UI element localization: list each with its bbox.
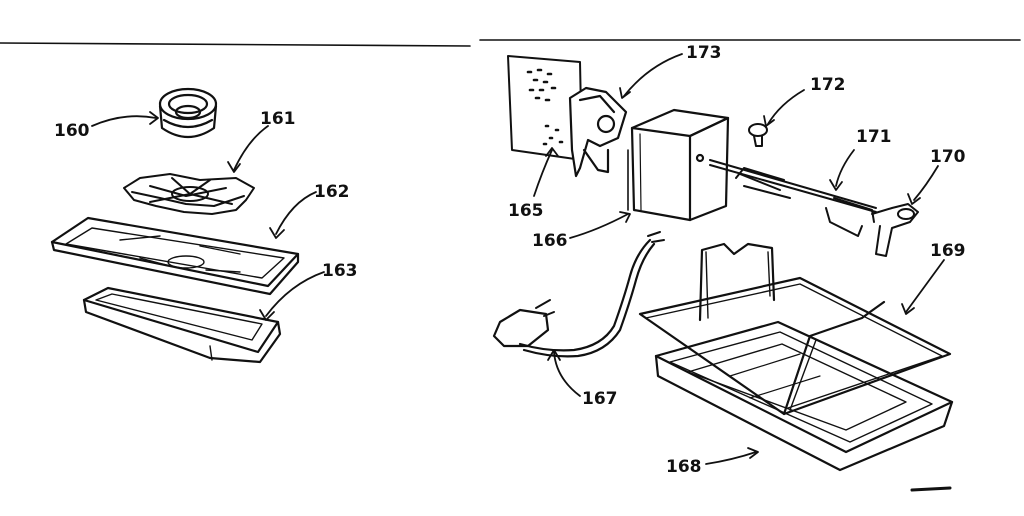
leader-167 bbox=[553, 351, 581, 397]
leader-168 bbox=[705, 451, 757, 465]
leader-arrows bbox=[91, 53, 952, 492]
part-number-168: 168 bbox=[666, 457, 702, 477]
part-number-171: 171 bbox=[856, 127, 892, 147]
leader-162 bbox=[275, 191, 317, 235]
arrowhead-167 bbox=[547, 349, 561, 361]
part-number-170: 170 bbox=[930, 147, 966, 167]
part-power-cord-167 bbox=[492, 231, 665, 358]
leader-169 bbox=[905, 259, 945, 313]
arrowhead-170 bbox=[907, 193, 921, 205]
arrowhead-162 bbox=[269, 227, 285, 239]
leader-161 bbox=[233, 125, 269, 171]
part-motor-bracket-173 bbox=[568, 86, 628, 178]
arrowhead-160 bbox=[149, 111, 159, 125]
part-rotisserie-motor-166 bbox=[627, 108, 730, 222]
arrowhead-163 bbox=[259, 309, 275, 321]
part-spit-handle-170 bbox=[871, 203, 919, 257]
part-wire-rack-169 bbox=[638, 242, 952, 416]
part-number-166: 166 bbox=[532, 231, 568, 251]
arrowhead-173 bbox=[619, 87, 631, 99]
top-rule bbox=[0, 39, 1021, 47]
arrowhead-161 bbox=[227, 161, 241, 173]
part-knob-160 bbox=[158, 87, 218, 139]
part-number-173: 173 bbox=[686, 43, 722, 63]
leader-165 bbox=[533, 149, 553, 197]
arrowhead-169 bbox=[901, 303, 915, 315]
part-number-165: 165 bbox=[508, 201, 544, 221]
part-drip-pan-168 bbox=[654, 320, 954, 472]
stray-mark bbox=[910, 486, 952, 492]
leader-163 bbox=[265, 271, 325, 317]
part-thumb-screw-172 bbox=[748, 123, 768, 147]
part-burner-grate-161 bbox=[123, 173, 255, 215]
part-broiler-pan-insert-162 bbox=[50, 216, 300, 296]
part-number-167: 167 bbox=[582, 389, 618, 409]
leader-173 bbox=[623, 53, 683, 97]
part-number-161: 161 bbox=[260, 109, 296, 129]
part-number-160: 160 bbox=[54, 121, 90, 141]
part-broiler-pan-163 bbox=[82, 286, 282, 364]
leader-160 bbox=[91, 115, 157, 127]
leader-172 bbox=[767, 89, 805, 125]
leader-166 bbox=[569, 213, 629, 239]
part-spit-fork-171 bbox=[709, 159, 877, 237]
part-number-162: 162 bbox=[314, 182, 350, 202]
arrowhead-166 bbox=[619, 211, 631, 223]
part-number-172: 172 bbox=[810, 75, 846, 95]
arrowhead-168 bbox=[747, 447, 759, 459]
part-number-163: 163 bbox=[322, 261, 358, 281]
leader-171 bbox=[835, 149, 855, 187]
arrowhead-165 bbox=[545, 147, 559, 157]
arrowhead-172 bbox=[763, 115, 775, 127]
leader-170 bbox=[913, 165, 939, 201]
arrowhead-171 bbox=[829, 179, 843, 191]
part-number-169: 169 bbox=[930, 241, 966, 261]
